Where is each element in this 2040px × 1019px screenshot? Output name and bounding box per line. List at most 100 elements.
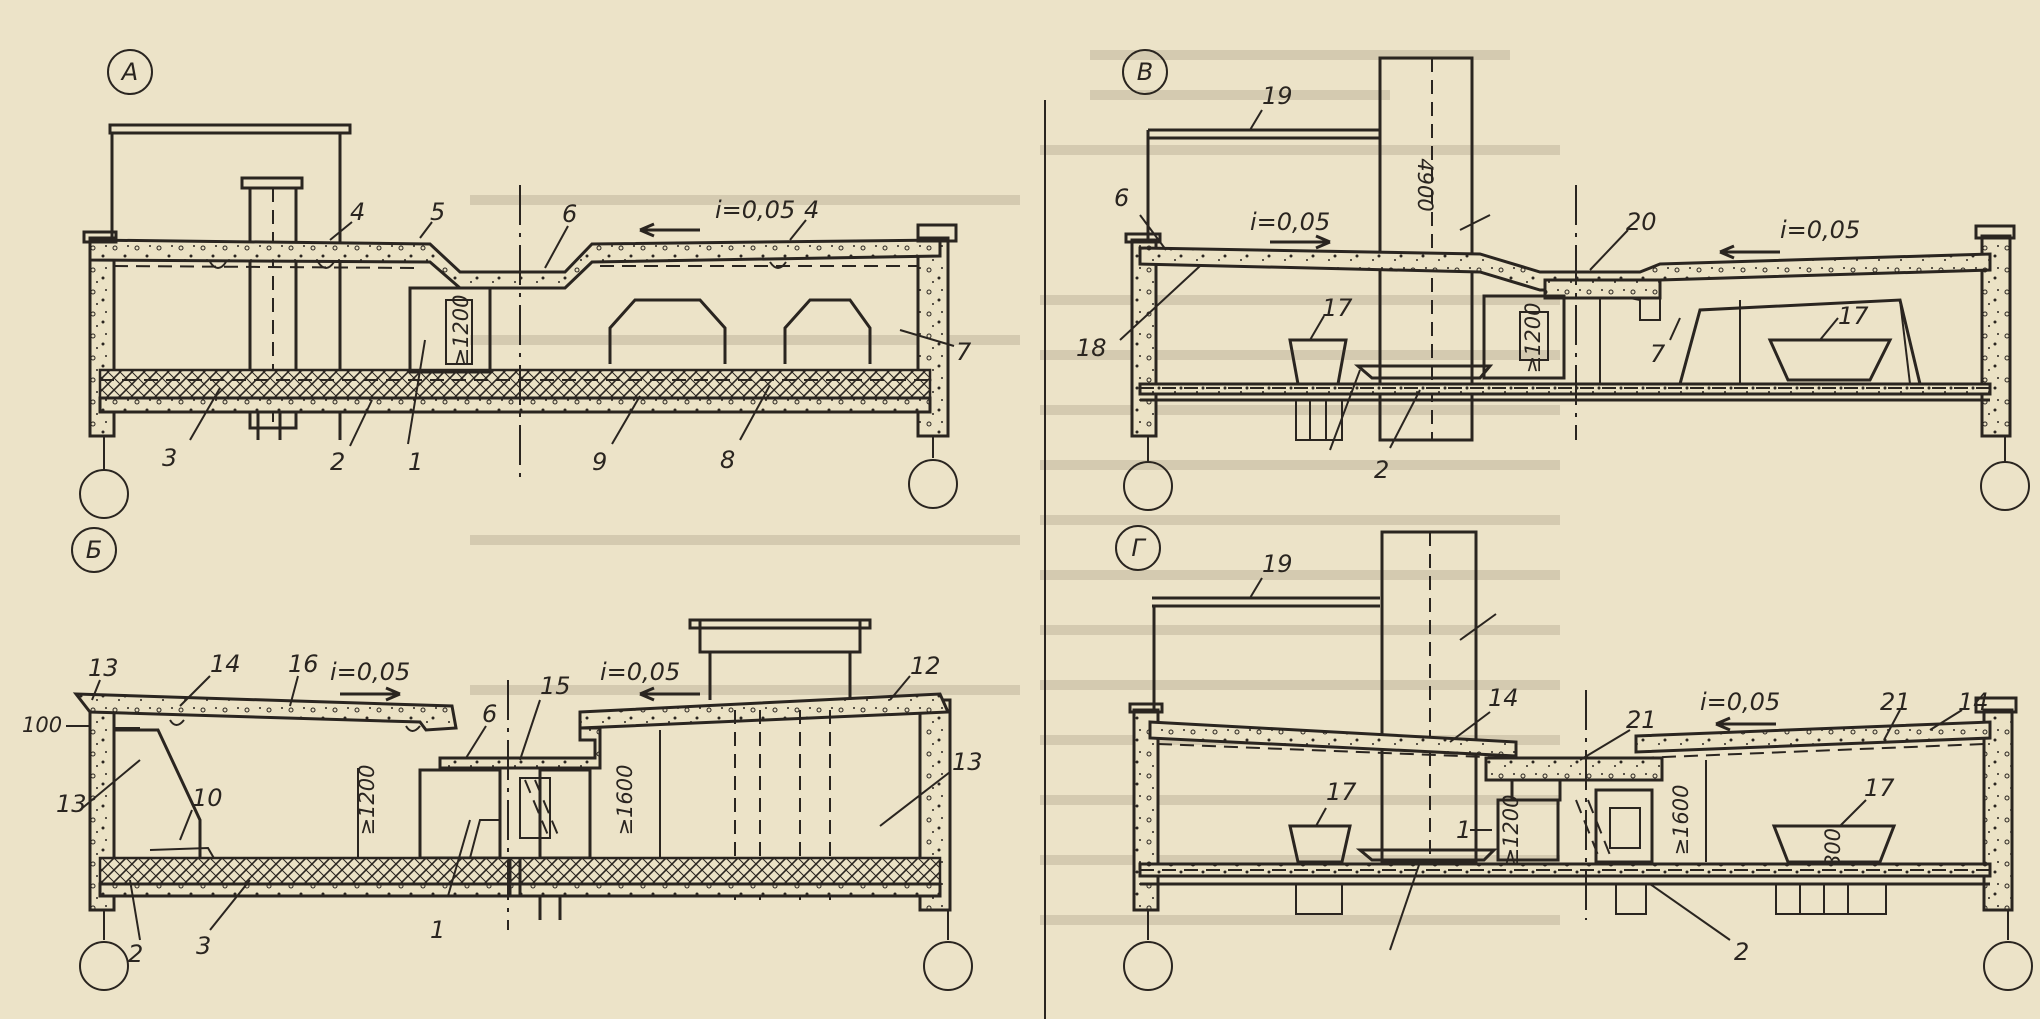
svg-text:≥1200: ≥1200 bbox=[1521, 302, 1545, 373]
wall-left-v bbox=[1130, 238, 1158, 438]
tray-v bbox=[1353, 364, 1494, 380]
hopper-g bbox=[1496, 798, 1560, 862]
bin-v-right bbox=[1767, 338, 1893, 382]
section-g-marker: Г bbox=[1115, 525, 1161, 571]
svg-text:1: 1 bbox=[408, 448, 423, 476]
svg-text:20: 20 bbox=[1626, 208, 1657, 236]
svg-text:3: 3 bbox=[196, 932, 211, 960]
svg-text:≥1200: ≥1200 bbox=[1499, 794, 1523, 865]
svg-text:13: 13 bbox=[952, 748, 983, 776]
roof-right-b bbox=[578, 692, 951, 730]
svg-text:7: 7 bbox=[956, 338, 972, 366]
section-b: Б ≥1200 ≥1600 bbox=[22, 527, 983, 991]
bin-g-left bbox=[1288, 824, 1352, 864]
svg-text:8: 8 bbox=[720, 446, 735, 474]
roof-monitor-b bbox=[698, 618, 862, 654]
arch-a1 bbox=[608, 298, 727, 364]
svg-text:6: 6 bbox=[562, 200, 577, 228]
svg-text:≥1600: ≥1600 bbox=[613, 764, 637, 835]
wall-left-g bbox=[1132, 708, 1160, 912]
hopper-a bbox=[408, 286, 492, 374]
svg-text:9: 9 bbox=[592, 448, 607, 476]
bin-v-left bbox=[1288, 338, 1348, 386]
axis-bubble-b-right bbox=[923, 941, 973, 991]
svg-text:3: 3 bbox=[162, 444, 177, 472]
svg-text:≥1600: ≥1600 bbox=[1669, 784, 1693, 855]
svg-text:15: 15 bbox=[540, 672, 571, 700]
svg-text:А: А bbox=[120, 58, 138, 86]
bin-g-right bbox=[1771, 824, 1897, 864]
svg-text:i=0,05: i=0,05 bbox=[715, 196, 795, 224]
svg-text:2: 2 bbox=[1734, 938, 1749, 966]
svg-text:6: 6 bbox=[482, 700, 497, 728]
callouts-a: 3 2 1 4 5 6 4 7 8 9 bbox=[162, 196, 972, 476]
svg-text:14: 14 bbox=[1488, 684, 1519, 712]
axis-bubble-g-left bbox=[1123, 941, 1173, 991]
svg-text:17: 17 bbox=[1326, 778, 1357, 806]
upper-roof bbox=[108, 123, 352, 135]
svg-text:21: 21 bbox=[1626, 706, 1657, 734]
svg-text:i=0,05: i=0,05 bbox=[330, 658, 410, 686]
svg-text:7: 7 bbox=[1650, 340, 1666, 368]
floor-slab-a bbox=[98, 368, 932, 400]
svg-text:12: 12 bbox=[910, 652, 941, 680]
svg-text:2: 2 bbox=[330, 448, 345, 476]
arch-a2 bbox=[783, 298, 872, 364]
middle-roof-g bbox=[1484, 756, 1664, 782]
svg-text:19: 19 bbox=[1262, 82, 1293, 110]
section-g: Г ≥1200 ≥1600 800 bbox=[1115, 525, 2033, 991]
svg-text:Б: Б bbox=[86, 536, 102, 564]
svg-text:16: 16 bbox=[288, 650, 319, 678]
axis-bubble-b-left bbox=[79, 941, 129, 991]
truss-v bbox=[1678, 298, 1922, 385]
callouts-b: 13 14 16 13 10 2 3 6 15 12 13 1 bbox=[56, 650, 983, 968]
svg-text:i=0,05: i=0,05 bbox=[1780, 216, 1860, 244]
callouts-v: 19 6 18 17 20 7 17 2 bbox=[1076, 82, 1869, 484]
svg-text:i=0,05: i=0,05 bbox=[1250, 208, 1330, 236]
section-v-marker: В bbox=[1122, 49, 1168, 95]
roof-slab-v bbox=[1138, 246, 1992, 292]
section-a-marker: А bbox=[107, 49, 153, 95]
section-a: А ≥1200 bbox=[79, 49, 972, 519]
hopper-b bbox=[418, 768, 502, 860]
svg-text:18: 18 bbox=[1076, 334, 1107, 362]
wall-right-g bbox=[1982, 708, 2014, 912]
roof-left-b bbox=[72, 692, 458, 732]
roof-right-g bbox=[1634, 720, 1992, 754]
axis-bubble-a-left bbox=[79, 469, 129, 519]
callouts-g: 19 14 21 21 14 17 17 1 2 bbox=[1249, 550, 1989, 966]
svg-text:10: 10 bbox=[192, 784, 223, 812]
roof-left-g bbox=[1148, 720, 1518, 758]
svg-text:21: 21 bbox=[1880, 688, 1911, 716]
svg-text:В: В bbox=[1137, 58, 1153, 86]
section-b-marker: Б bbox=[71, 527, 117, 573]
svg-text:i=0,05: i=0,05 bbox=[600, 658, 680, 686]
svg-text:6: 6 bbox=[1114, 184, 1129, 212]
svg-text:2: 2 bbox=[128, 940, 143, 968]
svg-text:13: 13 bbox=[56, 790, 87, 818]
axis-bubble-v-left bbox=[1123, 461, 1173, 511]
section-v: В 4900 ≥1200 bbox=[1076, 49, 2030, 511]
svg-text:Г: Г bbox=[1131, 534, 1146, 562]
svg-text:4: 4 bbox=[350, 198, 365, 226]
svg-text:14: 14 bbox=[210, 650, 241, 678]
svg-text:i=0,05: i=0,05 bbox=[1700, 688, 1780, 716]
roof-slab-a bbox=[88, 238, 942, 290]
svg-text:13: 13 bbox=[88, 654, 119, 682]
svg-text:≥1200: ≥1200 bbox=[449, 294, 473, 365]
axis-bubble-g-right bbox=[1983, 941, 2033, 991]
svg-text:5: 5 bbox=[430, 198, 445, 226]
tower-v bbox=[1378, 56, 1474, 442]
axis-bubble-v-right bbox=[1980, 461, 2030, 511]
svg-text:4900: 4900 bbox=[1413, 158, 1437, 211]
axis-bubble-a-right bbox=[908, 459, 958, 509]
tray-g bbox=[1355, 848, 1498, 862]
svg-text:14: 14 bbox=[1958, 688, 1989, 716]
svg-text:1: 1 bbox=[1456, 816, 1471, 844]
hopper-v bbox=[1482, 294, 1566, 380]
svg-text:17: 17 bbox=[1322, 294, 1353, 322]
svg-text:17: 17 bbox=[1864, 774, 1895, 802]
svg-text:17: 17 bbox=[1838, 302, 1869, 330]
